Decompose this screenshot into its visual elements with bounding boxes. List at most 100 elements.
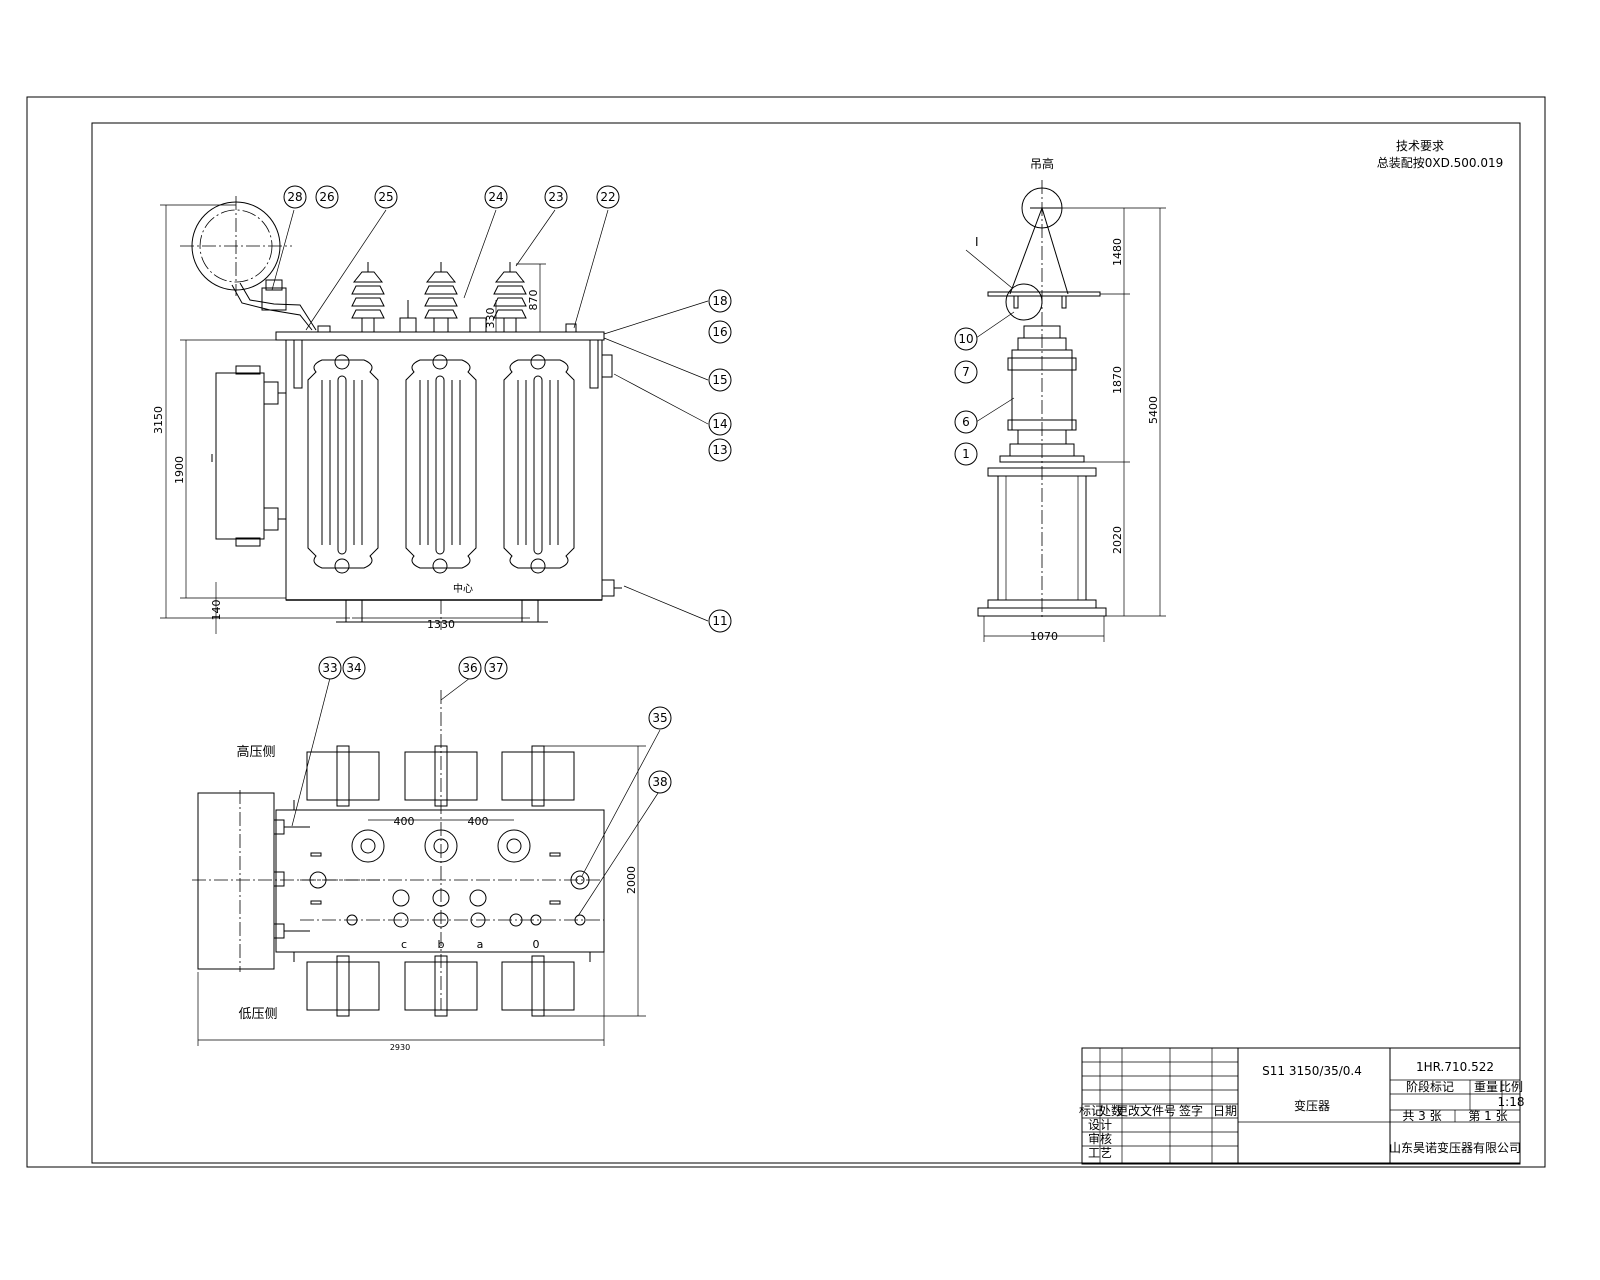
role-design: 设计 xyxy=(1088,1118,1112,1132)
dim-400-b: 400 xyxy=(468,815,489,828)
balloon-13: 13 xyxy=(708,438,732,462)
front-leaders xyxy=(271,209,709,622)
balloon-18: 18 xyxy=(708,289,732,313)
lifting-top-label: 吊高 xyxy=(1030,156,1054,171)
hv-bushing-a xyxy=(351,262,385,333)
dim-lift-total: 5400 xyxy=(1147,396,1160,424)
title-block: 标记 处数 更改文件号 签字 日期 设计 审核 工艺 S11 3150/35/0… xyxy=(1079,1047,1525,1165)
phase-label-c: c xyxy=(401,938,407,951)
svg-text:38: 38 xyxy=(652,775,667,789)
radiator xyxy=(211,365,286,547)
svg-text:35: 35 xyxy=(652,711,667,725)
balloon-16: 16 xyxy=(708,320,732,344)
dim-lift-1480: 1480 xyxy=(1111,238,1124,266)
svg-text:22: 22 xyxy=(600,190,615,204)
tank-cover xyxy=(275,331,605,341)
balloon-36: 36 xyxy=(458,656,482,680)
svg-text:37: 37 xyxy=(488,661,503,675)
dim-bushing-b: 330 xyxy=(484,308,497,329)
dim-lift-2020: 2020 xyxy=(1111,526,1124,554)
sheet-total: 共 3 张 xyxy=(1402,1109,1441,1123)
balloon-24: 24 xyxy=(484,185,508,209)
balloon-1: 1 xyxy=(954,442,978,466)
dim-plan-width: 2930 xyxy=(390,1043,410,1052)
rev-header-doc: 更改文件号 xyxy=(1116,1103,1176,1118)
svg-text:25: 25 xyxy=(378,190,393,204)
label-hv-side: 高压侧 xyxy=(236,744,275,760)
phase-label-a: a xyxy=(477,938,484,951)
dim-bushing-a: 870 xyxy=(527,290,540,311)
dim-base-width: 1330 xyxy=(427,618,455,631)
balloon-37: 37 xyxy=(484,656,508,680)
balloon-33: 33 xyxy=(318,656,342,680)
gas-relay xyxy=(261,287,287,311)
front-view-dimensions: 3150 1900 140 870 330 1330 xyxy=(152,204,546,634)
requirements-title: 技术要求 xyxy=(1396,139,1444,153)
front-view: 中心 3150 1900 140 870 330 1330 xyxy=(152,196,709,634)
corrugated-fin-1 xyxy=(307,354,379,574)
svg-text:28: 28 xyxy=(287,190,302,204)
center-mark: 中心 xyxy=(453,582,473,595)
role-review: 审核 xyxy=(1088,1131,1112,1146)
svg-text:33: 33 xyxy=(322,661,337,675)
balloon-6: 6 xyxy=(954,410,978,434)
balloon-28: 28 xyxy=(283,185,307,209)
svg-text:14: 14 xyxy=(712,417,727,431)
sheet-number: 第 1 张 xyxy=(1468,1109,1507,1123)
hv-bushing-b xyxy=(424,262,458,333)
dim-400-a: 400 xyxy=(394,815,415,828)
scale-header: 比例 xyxy=(1499,1080,1523,1094)
svg-text:26: 26 xyxy=(319,190,334,204)
corrugated-fin-3 xyxy=(503,354,575,574)
dim-tank-height: 1900 xyxy=(173,456,186,484)
balloon-38: 38 xyxy=(648,770,672,794)
svg-text:24: 24 xyxy=(488,190,503,204)
hv-bushing-c xyxy=(493,262,527,333)
svg-text:23: 23 xyxy=(548,190,563,204)
rev-header-count: 处数 xyxy=(1099,1103,1123,1118)
dim-base-height: 140 xyxy=(210,600,223,621)
balloon-25: 25 xyxy=(374,185,398,209)
plan-view: 400 400 c b a 0 高压侧 低压侧 2930 2000 xyxy=(192,677,661,1052)
product-name: 变压器 xyxy=(1294,1098,1330,1113)
svg-text:16: 16 xyxy=(712,325,727,339)
scale-value: 1:18 xyxy=(1498,1095,1525,1109)
svg-text:1: 1 xyxy=(962,447,970,461)
balloon-26: 26 xyxy=(315,185,339,209)
marks-header-stage: 阶段标记 xyxy=(1406,1079,1454,1094)
model-number: S11 3150/35/0.4 xyxy=(1262,1064,1362,1078)
svg-text:13: 13 xyxy=(712,443,727,457)
dim-lift-1870: 1870 xyxy=(1111,366,1124,394)
phase-label-b: b xyxy=(438,938,445,951)
phase-label-0: 0 xyxy=(533,938,540,951)
company-name: 山东昊诺变压器有限公司 xyxy=(1389,1140,1521,1155)
balloon-22: 22 xyxy=(596,185,620,209)
dim-plan-depth: 2000 xyxy=(625,866,638,894)
balloon-23: 23 xyxy=(544,185,568,209)
drawing-number: 1HR.710.522 xyxy=(1416,1060,1494,1074)
lifting-view: 吊高 I 1480 1870 xyxy=(965,156,1166,643)
role-process: 工艺 xyxy=(1088,1146,1112,1160)
svg-text:36: 36 xyxy=(462,661,477,675)
balloon-11: 11 xyxy=(708,609,732,633)
rev-header-date: 日期 xyxy=(1213,1104,1237,1118)
label-lv-side: 低压侧 xyxy=(238,1007,277,1022)
requirements-line1: 总装配按0XD.500.019 xyxy=(1377,156,1504,170)
corrugated-fin-2 xyxy=(405,354,477,574)
svg-text:7: 7 xyxy=(962,365,970,379)
outer-frame xyxy=(26,96,1546,1168)
balloon-35: 35 xyxy=(648,706,672,730)
technical-requirements: 技术要求 总装配按0XD.500.019 xyxy=(1377,139,1504,170)
plan-tank-cover xyxy=(275,809,605,953)
inner-frame xyxy=(91,122,1521,1164)
svg-text:6: 6 xyxy=(962,415,970,429)
svg-text:34: 34 xyxy=(346,661,361,675)
rev-header-mark: 标记 xyxy=(1079,1104,1103,1118)
svg-text:18: 18 xyxy=(712,294,727,308)
balloon-10: 10 xyxy=(954,327,978,351)
balloon-15: 15 xyxy=(708,368,732,392)
dim-lift-base-width: 1070 xyxy=(1030,630,1058,643)
svg-text:15: 15 xyxy=(712,373,727,387)
balloon-7: 7 xyxy=(954,360,978,384)
